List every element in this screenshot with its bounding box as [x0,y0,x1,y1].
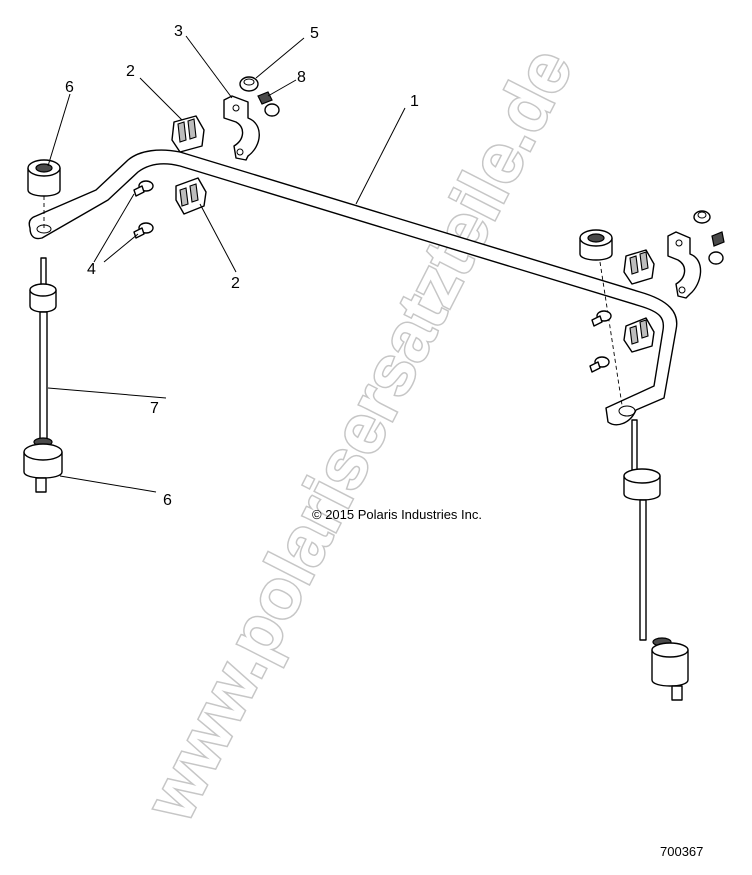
bushing-top-right [579,229,623,406]
bushing-top-left [27,159,61,230]
screw-left [257,91,280,117]
clamp-bracket-left [223,95,260,161]
callout-6-upper: 6 [65,79,74,96]
link-rod-right [623,419,689,701]
bolt-lower-left [133,222,154,239]
figure-number: 700367 [660,844,703,859]
bolt-upper-left [133,180,154,197]
leader-lines [47,35,406,493]
callout-8: 8 [297,69,306,86]
clamp-bushing-lower-left [175,177,207,215]
flange-nut-left [239,76,259,92]
callout-4: 4 [87,261,96,278]
bolt-lower-right [589,356,610,373]
clamp-bushing-upper-left [171,115,205,153]
clamp-bushing-lower-right [623,317,655,353]
callout-3: 3 [174,23,183,40]
clamp-bushing-upper-right [623,249,655,285]
screw-right [708,231,725,265]
callout-6-lower: 6 [163,492,172,509]
stabilizer-bar-body [28,149,678,426]
copyright-notice: © 2015 Polaris Industries Inc. [312,507,482,522]
callout-7: 7 [150,400,159,417]
watermark-text: www.polarisersatzteile.de [130,36,587,833]
bolt-upper-right [591,310,612,327]
link-rod-left [23,257,63,493]
callout-1: 1 [410,93,419,110]
callout-labels: 1 2 2 3 4 5 6 6 7 8 [65,23,419,509]
bar-end-hole-right [618,405,636,417]
flange-nut-right [693,210,711,224]
callout-2-lower: 2 [231,275,240,292]
callout-2-upper: 2 [126,63,135,80]
clamp-bracket-right [667,231,702,299]
callout-5: 5 [310,25,319,42]
